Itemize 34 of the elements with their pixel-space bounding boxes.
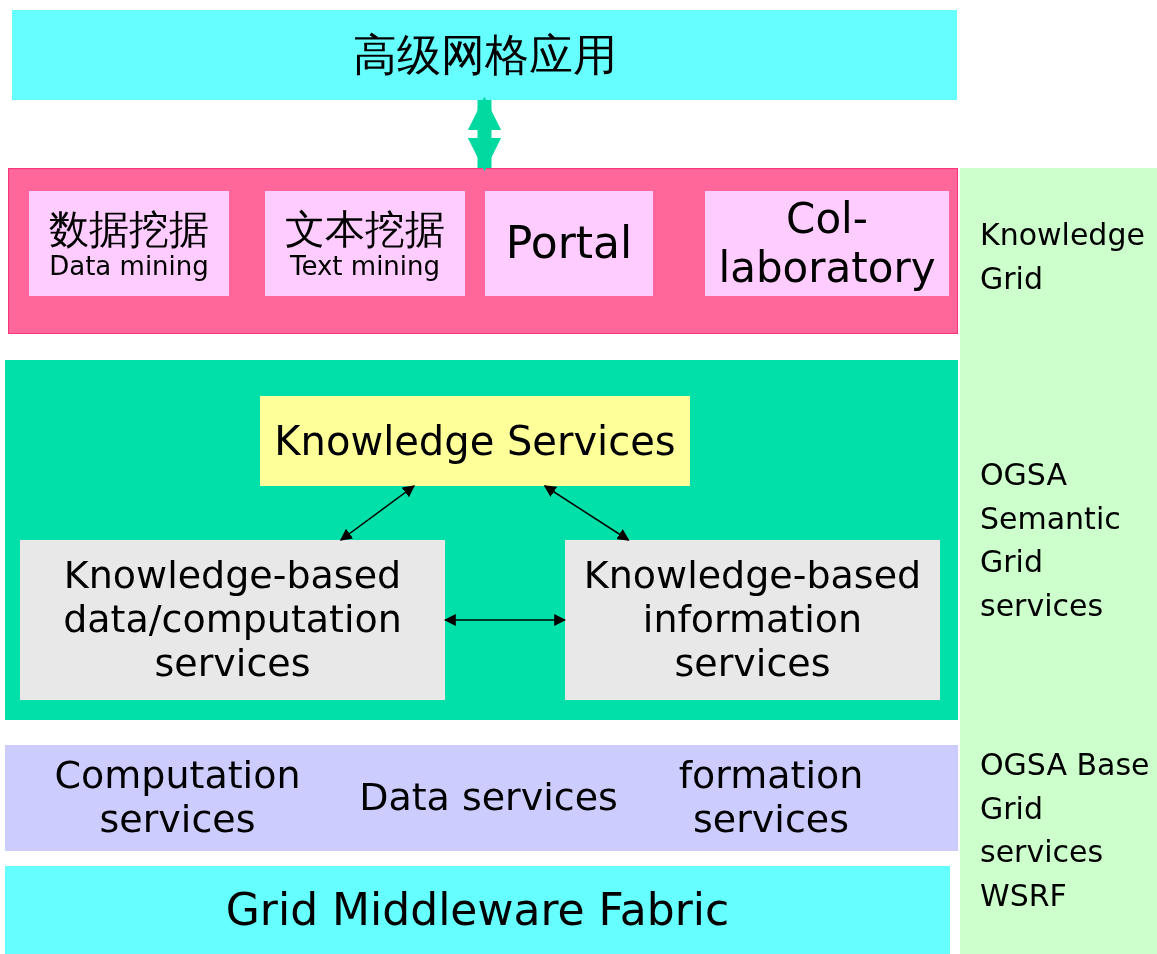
box-label: 高级网格应用 <box>351 29 618 81</box>
connector-arrow <box>443 614 567 626</box>
base-services-band <box>5 745 958 851</box>
tool-box <box>29 191 229 296</box>
service-box <box>20 540 445 700</box>
service-box <box>260 396 690 486</box>
box-label: 文本挖据 <box>284 205 446 252</box>
application-box <box>12 10 957 100</box>
connector-arrow <box>543 485 630 541</box>
connector-arrow <box>339 485 415 541</box>
box-label: Col- laboratory <box>717 195 937 292</box>
layer-label: OGSA Semantic Grid services <box>980 456 1122 625</box>
box-label: Computation services <box>53 754 302 842</box>
box-label: 数据挖据 <box>48 205 210 252</box>
layer-label: Knowledge Grid <box>980 216 1146 298</box>
tool-box <box>265 191 465 296</box>
middleware-box <box>5 866 950 954</box>
box-label: Text mining <box>288 251 442 282</box>
box-label: Grid Middleware Fabric <box>224 884 731 936</box>
service-box <box>565 540 940 700</box>
box-label: Portal <box>504 218 634 269</box>
semantic-services-band <box>5 360 958 720</box>
knowledge-grid-band <box>8 168 958 334</box>
tool-box <box>705 191 949 296</box>
box-label: Knowledge Services <box>273 418 677 464</box>
box-label: Knowledge-based information services <box>582 554 923 686</box>
layer-side-panel <box>960 168 1157 954</box>
double-arrow <box>467 96 502 172</box>
layer-label: OGSA Base Grid services WSRF <box>980 746 1150 915</box>
box-label: Data services <box>358 776 619 820</box>
box-label: Knowledge-based data/computation services <box>62 554 403 686</box>
box-label: Data mining <box>48 251 210 282</box>
box-label: formation services <box>677 754 865 842</box>
tool-box <box>485 191 653 296</box>
